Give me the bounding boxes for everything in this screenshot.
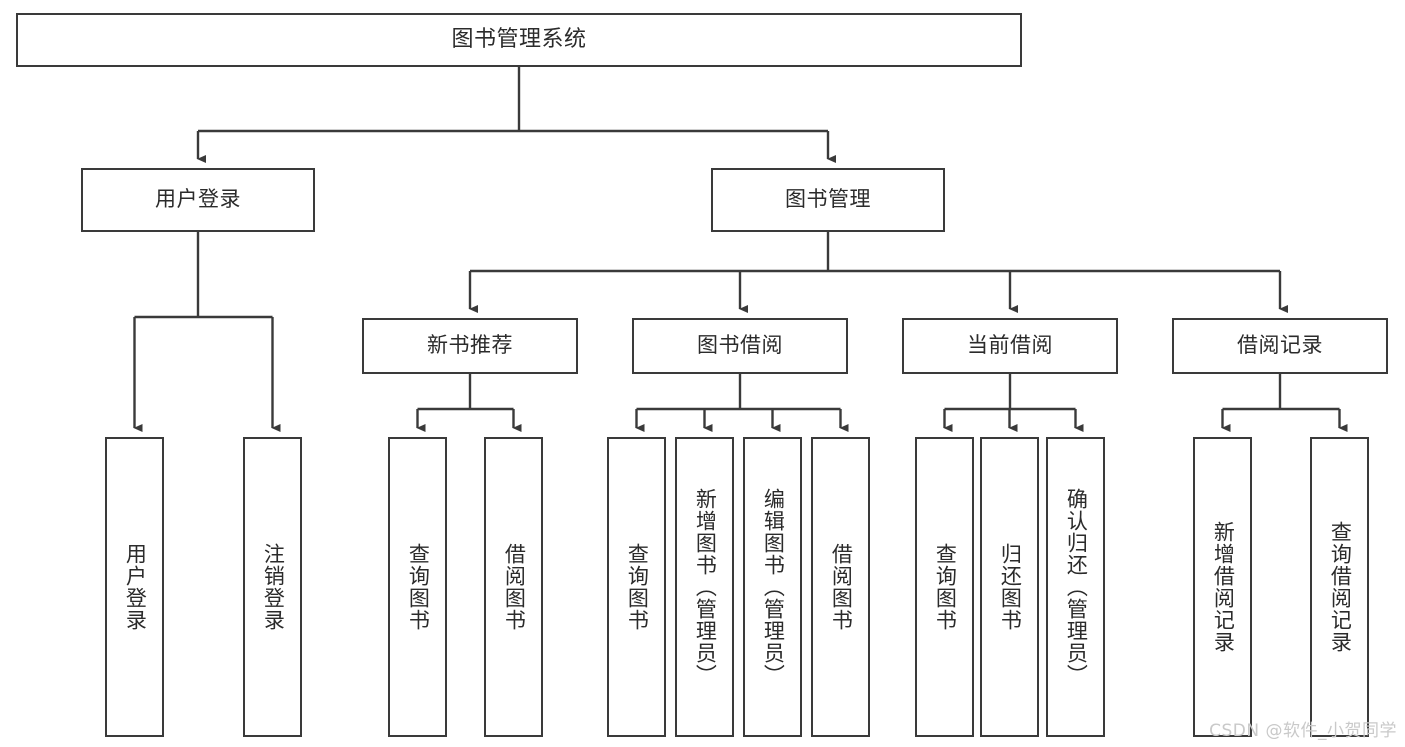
leaf-node-label: 确认归还（管理员）: [1064, 488, 1089, 686]
leaf-node[interactable]: 用户登录: [105, 437, 164, 737]
leaf-node-label: 注销登录: [261, 543, 286, 631]
leaf-node-label: 编辑图书（管理员）: [761, 488, 786, 686]
level2-node-1-label: 图书管理: [785, 187, 871, 212]
leaf-node-label: 借阅图书: [829, 543, 854, 631]
leaf-node-label: 新增借阅记录: [1211, 521, 1236, 653]
level3-node-0[interactable]: 新书推荐: [362, 318, 578, 374]
leaf-node[interactable]: 新增图书（管理员）: [675, 437, 734, 737]
leaf-node[interactable]: 注销登录: [243, 437, 302, 737]
leaf-node[interactable]: 新增借阅记录: [1193, 437, 1252, 737]
leaf-node-label: 归还图书: [998, 543, 1023, 631]
level3-node-3-label: 借阅记录: [1237, 333, 1323, 358]
level3-node-0-label: 新书推荐: [427, 333, 513, 358]
level2-node-0-label: 用户登录: [155, 187, 241, 212]
leaf-node-label: 借阅图书: [502, 543, 527, 631]
leaf-node[interactable]: 编辑图书（管理员）: [743, 437, 802, 737]
level2-node-1[interactable]: 图书管理: [711, 168, 945, 232]
leaf-node[interactable]: 归还图书: [980, 437, 1039, 737]
level2-node-0[interactable]: 用户登录: [81, 168, 315, 232]
level3-node-2-label: 当前借阅: [967, 333, 1053, 358]
leaf-node[interactable]: 查询图书: [388, 437, 447, 737]
leaf-node[interactable]: 确认归还（管理员）: [1046, 437, 1105, 737]
leaf-node[interactable]: 查询借阅记录: [1310, 437, 1369, 737]
root-node[interactable]: 图书管理系统: [16, 13, 1022, 67]
leaf-node-label: 查询图书: [933, 543, 958, 631]
leaf-node[interactable]: 借阅图书: [811, 437, 870, 737]
leaf-node-label: 查询图书: [625, 543, 650, 631]
level3-node-3[interactable]: 借阅记录: [1172, 318, 1388, 374]
leaf-node[interactable]: 查询图书: [915, 437, 974, 737]
level3-node-1[interactable]: 图书借阅: [632, 318, 848, 374]
leaf-node-label: 查询图书: [406, 543, 431, 631]
leaf-node-label: 用户登录: [123, 543, 148, 631]
level3-node-1-label: 图书借阅: [697, 333, 783, 358]
leaf-node-label: 新增图书（管理员）: [693, 488, 718, 686]
level3-node-2[interactable]: 当前借阅: [902, 318, 1118, 374]
leaf-node[interactable]: 借阅图书: [484, 437, 543, 737]
root-node-label: 图书管理系统: [451, 26, 587, 52]
leaf-node[interactable]: 查询图书: [607, 437, 666, 737]
leaf-node-label: 查询借阅记录: [1328, 521, 1353, 653]
